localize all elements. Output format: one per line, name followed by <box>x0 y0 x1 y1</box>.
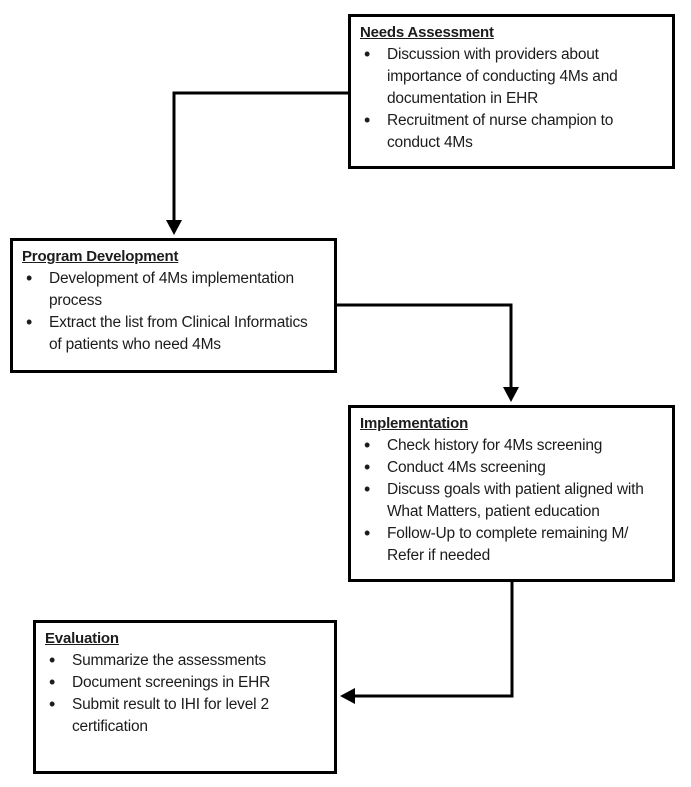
bullet-item: Conduct 4Ms screening <box>351 456 668 479</box>
arrow-needs-assessment-to-program-development <box>166 91 349 235</box>
box-title-program-development: Program Development <box>22 248 179 265</box>
bullet-item: Recruitment of nurse champion to conduct… <box>351 109 668 154</box>
flow-box-program-development: Program Development Development of 4Ms i… <box>10 238 337 373</box>
bullet-item: Extract the list from Clinical Informati… <box>13 311 330 356</box>
bullet-item: Summarize the assessments <box>36 649 330 672</box>
bullet-item: Development of 4Ms implementation proces… <box>13 267 330 312</box>
bullet-list: Discussion with providers about importan… <box>351 43 672 154</box>
box-title-needs-assessment: Needs Assessment <box>360 24 494 41</box>
box-title-evaluation: Evaluation <box>45 630 119 647</box>
bullet-list: Check history for 4Ms screening Conduct … <box>351 434 672 567</box>
flow-box-evaluation: Evaluation Summarize the assessments Doc… <box>33 620 337 774</box>
bullet-item: Document screenings in EHR <box>36 671 330 694</box>
bullet-item: Check history for 4Ms screening <box>351 434 668 457</box>
bullet-item: Follow-Up to complete remaining M/ Refer… <box>351 522 668 567</box>
bullet-list: Development of 4Ms implementation proces… <box>13 267 334 356</box>
flow-box-implementation: Implementation Check history for 4Ms scr… <box>348 405 675 582</box>
bullet-list: Summarize the assessments Document scree… <box>36 649 334 738</box>
arrow-program-development-to-implementation <box>336 303 519 402</box>
flow-box-needs-assessment: Needs Assessment Discussion with provide… <box>348 14 675 169</box>
bullet-item: Discuss goals with patient aligned with … <box>351 478 668 523</box>
bullet-item: Submit result to IHI for level 2 certifi… <box>36 693 330 738</box>
arrow-implementation-to-evaluation <box>340 581 514 704</box>
bullet-item: Discussion with providers about importan… <box>351 43 668 110</box>
box-title-implementation: Implementation <box>360 415 469 432</box>
